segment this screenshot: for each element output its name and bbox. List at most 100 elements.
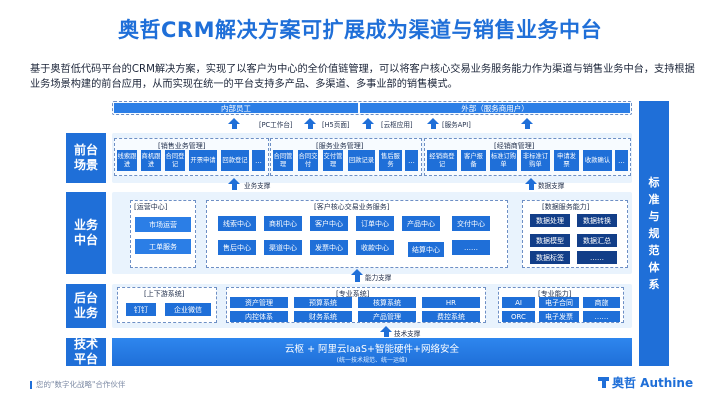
updown-systems-title: [上下游系统]	[144, 290, 185, 298]
up-arrow-icon	[362, 118, 374, 124]
front-group-service-title: [服务业务管理]	[316, 142, 364, 150]
arrow-stem	[354, 275, 360, 282]
ability-item: 电子合同	[539, 297, 579, 308]
arrow-stem	[307, 124, 313, 129]
row-label-back: 后台业务	[66, 284, 106, 328]
row-label-tech: 技术平台	[66, 337, 106, 366]
data-item: 数据标签	[530, 251, 570, 264]
front-more: ...	[615, 150, 628, 171]
pro-item: 费控系统	[422, 311, 480, 322]
front-item: 经销商登记	[427, 150, 457, 171]
ops-center-title: [运营中心]	[134, 203, 168, 211]
channel-api: [服务API]	[442, 121, 471, 129]
up-arrow-icon	[304, 118, 316, 124]
pro-abilities-title: [专业能力]	[538, 290, 572, 298]
tech-sub: (统一技术规范、统一运维)	[336, 357, 408, 364]
logo: 奥哲 Authine	[598, 374, 693, 391]
core-item: 交付中心	[452, 216, 490, 231]
core-services	[206, 200, 508, 268]
channel-h5: [H5页面]	[322, 121, 350, 129]
pro-item: 产品管理	[358, 311, 416, 322]
up-arrow-icon	[228, 178, 240, 184]
ops-item: 市场运营	[135, 217, 191, 232]
internal-users: 内部员工	[114, 103, 358, 113]
core-item: 客户中心	[310, 216, 348, 231]
front-item: 合同管理	[273, 150, 293, 171]
channel-yunshu: [云枢应用]	[381, 121, 413, 129]
pro-item: 预算系统	[294, 297, 352, 308]
footer-slogan: 您的"数字化战略"合作伙伴	[30, 379, 125, 390]
core-item: 商机中心	[264, 216, 302, 231]
arrow-stem	[524, 124, 530, 129]
tech-bar	[112, 338, 632, 366]
ability-item: ……	[583, 311, 620, 322]
up-arrow-icon	[521, 118, 533, 124]
front-item: 非标准订购单	[521, 150, 550, 171]
front-item: 标准订购单	[490, 150, 517, 171]
pro-item: 内控体系	[230, 311, 288, 322]
tech-support-label: 技术支撑	[394, 330, 421, 338]
channel-pc: [PC工作台]	[259, 121, 293, 129]
intro-paragraph: 基于奥哲低代码平台的CRM解决方案，实现了以客户为中心的全价值链管理，可以将客户…	[30, 64, 695, 90]
front-item: 交付管理	[323, 150, 343, 171]
core-item: 渠道中心	[264, 240, 302, 255]
front-item: 收款确认	[583, 150, 612, 171]
front-item: 申请发票	[554, 150, 579, 171]
core-services-title: [客户核心交易业务服务]	[314, 203, 390, 211]
updown-item: 钉钉	[126, 303, 156, 316]
up-arrow-icon	[380, 326, 392, 332]
core-item: 售后中心	[218, 240, 256, 255]
standards-bar: 标准与规范体系	[639, 101, 669, 366]
pro-item: 资产管理	[230, 297, 288, 308]
ability-item: 电子发票	[539, 311, 579, 322]
page-title: 奥哲CRM解决方案可扩展成为渠道与销售业务中台	[118, 18, 602, 42]
business-support-label: 业务支撑	[244, 182, 271, 190]
data-item: ……	[577, 251, 617, 264]
arrow-stem	[430, 124, 436, 129]
row-label-front: 前台场景	[66, 133, 106, 183]
front-item: 开票申请	[189, 150, 217, 171]
core-item: 结算中心	[408, 242, 444, 257]
row-label-middle: 业务中台	[66, 192, 106, 274]
data-item: 数据汇总	[577, 234, 617, 247]
ability-item: AI	[502, 297, 535, 308]
arrow-stem	[231, 124, 237, 129]
up-arrow-icon	[525, 178, 537, 184]
capability-support-label: 能力支撑	[365, 274, 392, 282]
front-item: 客户报备	[461, 150, 486, 171]
front-item: 合同登记	[165, 150, 185, 171]
ability-item: ORC	[502, 311, 535, 322]
arrow-stem	[528, 184, 534, 190]
arrow-stem	[365, 124, 371, 129]
front-item: 线索跟进	[117, 150, 137, 171]
front-group-sales-title: [销售业务管理]	[158, 142, 206, 150]
front-group-dealer-title: [经销商管理]	[494, 142, 535, 150]
core-item: 线索中心	[218, 216, 256, 231]
pro-item: HR	[422, 297, 480, 308]
core-item: 产品中心	[402, 216, 440, 231]
arrow-stem	[231, 184, 237, 190]
external-users: 外部（服务商用户）	[360, 103, 630, 113]
core-item: 发票中心	[310, 240, 348, 255]
core-item: 收款中心	[356, 240, 394, 255]
arrow-stem	[383, 332, 389, 337]
up-arrow-icon	[351, 269, 363, 275]
pro-item: 财务系统	[294, 311, 352, 322]
front-more: ...	[405, 150, 418, 171]
core-item: ……	[452, 240, 490, 255]
core-item: 订单中心	[356, 216, 394, 231]
data-support-label: 数据支撑	[538, 182, 565, 190]
data-item: 数据转换	[577, 214, 617, 227]
updown-item: 企业微信	[165, 303, 211, 316]
up-arrow-icon	[427, 118, 439, 124]
ability-item: 商旅	[583, 297, 620, 308]
ops-item: 工单服务	[135, 239, 191, 254]
front-item: 商机跟进	[141, 150, 161, 171]
front-item: 合同交付	[298, 150, 318, 171]
pro-systems-title: [专业系统]	[336, 290, 370, 298]
data-services-title: [数据服务能力]	[542, 203, 590, 211]
ops-center	[130, 200, 196, 268]
data-item: 数据处理	[530, 214, 570, 227]
front-item: 售后服务	[379, 150, 402, 171]
tech-main: 云枢 + 阿里云IaaS+智能硬件+网络安全	[285, 344, 459, 355]
